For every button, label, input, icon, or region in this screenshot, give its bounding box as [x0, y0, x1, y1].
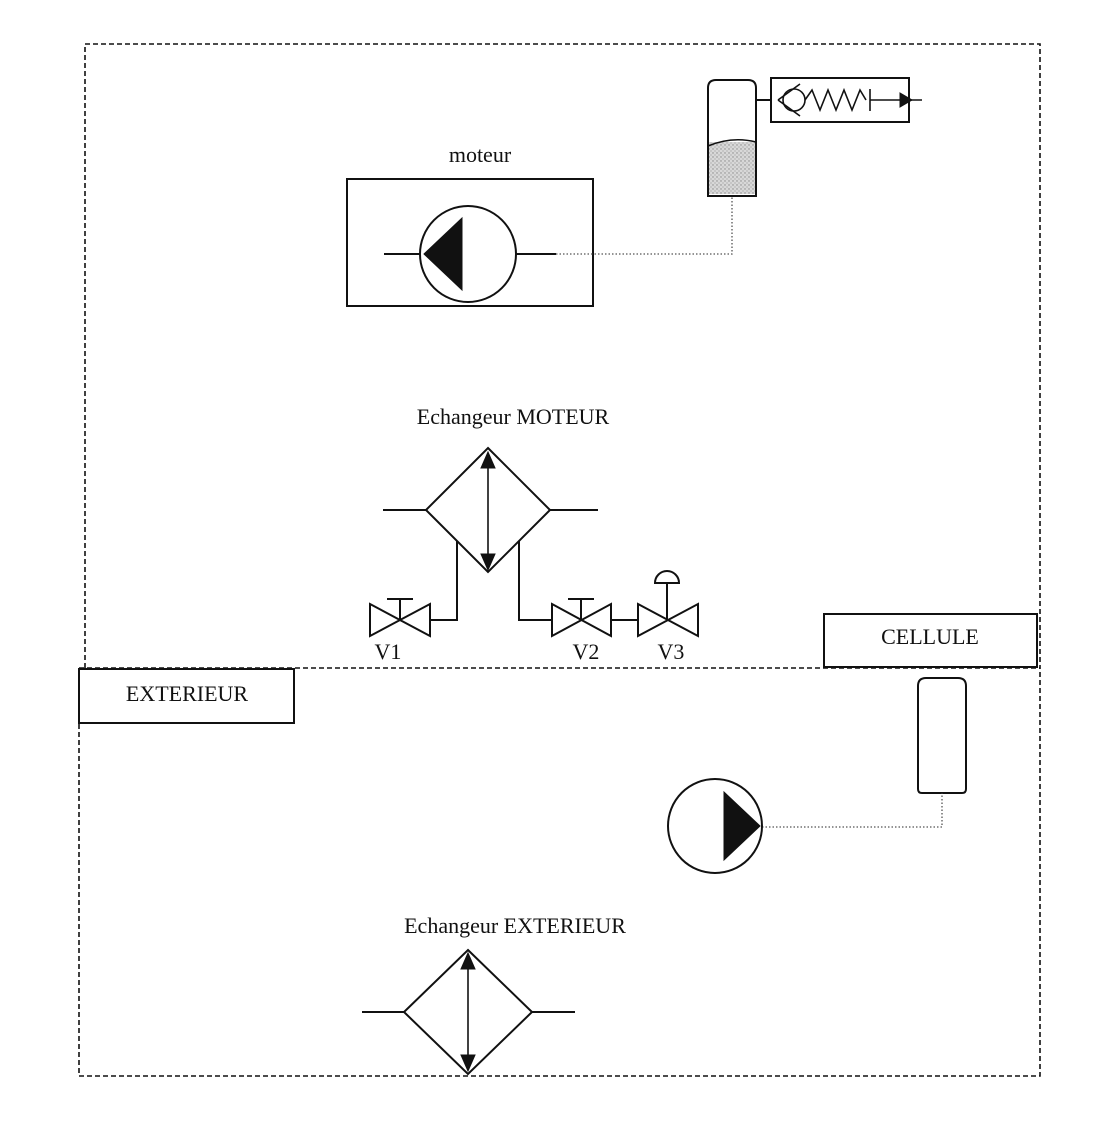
engine-exchanger-label: Echangeur MOTEUR	[417, 404, 610, 429]
exterior-exchanger-arrow-down	[460, 1054, 476, 1073]
valve-v3-body	[637, 602, 699, 638]
pump-direction-triangle	[723, 790, 761, 862]
valve-v1: V1	[369, 598, 431, 664]
engine-exchanger-symbol	[424, 446, 552, 574]
valve-v2: V2	[551, 598, 612, 664]
engine-heat-exchanger: Echangeur MOTEUR	[383, 404, 610, 574]
cellule-label: CELLULE	[881, 624, 979, 649]
valve-v3-label: V3	[658, 639, 685, 664]
engine-exchanger-arrow-up	[480, 450, 496, 469]
pipe-to-v1	[430, 541, 458, 621]
relief-check-valve	[770, 77, 922, 123]
cellule-box	[823, 613, 1038, 668]
motor-drain-line	[556, 196, 733, 255]
exterieur-zone-tag: EXTERIEUR	[78, 668, 295, 724]
exterior-heat-exchanger: Echangeur EXTERIEUR	[362, 913, 626, 1076]
reservoir-fluid	[708, 142, 756, 194]
valve-v3: V3	[637, 570, 699, 664]
check-ball	[782, 88, 806, 112]
exterieur-label: EXTERIEUR	[126, 681, 249, 706]
valve-v2-label: V2	[573, 639, 600, 664]
engine-motor: moteur	[346, 142, 594, 307]
valve-v3-actuator	[653, 570, 681, 584]
exterior-pump	[667, 778, 763, 874]
engine-box	[346, 178, 594, 307]
valve-v2-body	[551, 602, 612, 638]
lower-reservoir	[917, 677, 967, 794]
pump-symbol	[667, 778, 763, 874]
exterior-zone-boundary	[78, 668, 1041, 1077]
valve-v1-body	[369, 602, 431, 638]
reservoir-fluid-level	[707, 138, 757, 147]
exterior-exchanger-arrow-up	[460, 951, 476, 970]
pipe-to-v2	[518, 541, 552, 621]
engine-label: moteur	[449, 142, 512, 167]
cellule-zone-tag: CELLULE	[823, 613, 1038, 668]
pump-drain-line	[762, 793, 943, 828]
valve-seat	[777, 83, 801, 117]
exterior-exchanger-label: Echangeur EXTERIEUR	[404, 913, 626, 938]
exterieur-box	[78, 668, 295, 724]
motor-direction-triangle	[423, 216, 463, 292]
valve-v1-label: V1	[375, 639, 402, 664]
engine-exchanger-arrow-down	[480, 553, 496, 572]
relief-flow-arrow	[899, 92, 913, 108]
valve-piping	[430, 541, 638, 621]
reservoir-body	[707, 79, 757, 197]
engine-zone-boundary	[84, 43, 1041, 668]
exterior-exchanger-symbol	[402, 948, 534, 1076]
top-reservoir	[707, 79, 771, 197]
valve-spring	[804, 87, 867, 113]
